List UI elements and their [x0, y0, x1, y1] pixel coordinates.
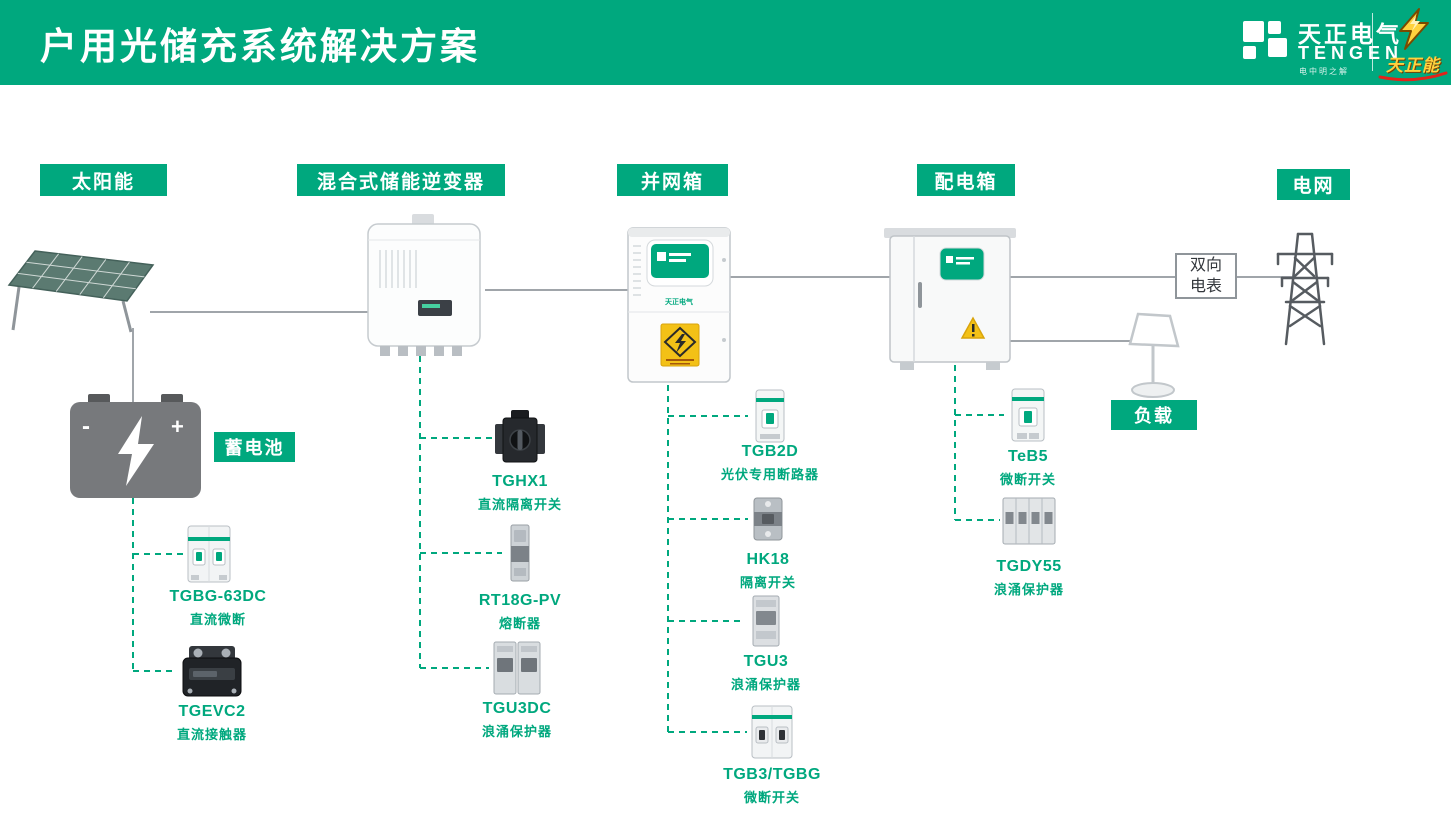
transmission-tower-illustration: [1276, 232, 1334, 346]
label-tgbg63dc: TGBG-63DC 直流微断: [143, 588, 293, 628]
label-tgdy55: TGDY55 浪涌保护器: [954, 558, 1104, 598]
product-name: TGB3/TGBG: [723, 766, 821, 783]
product-name: TGDY55: [996, 558, 1062, 575]
tghx1-product-icon: [495, 410, 545, 463]
product-desc: 光伏专用断路器: [720, 467, 819, 482]
product-desc: 直流微断: [189, 612, 246, 627]
label-rt18g-pv: RT18G-PV 熔断器: [445, 592, 595, 632]
badge-swoosh: [1378, 71, 1448, 82]
product-desc: 浪涌保护器: [730, 677, 801, 692]
label-tgb3-tgbg: TGB3/TGBG 微断开关: [697, 766, 847, 806]
product-desc: 微断开关: [743, 790, 800, 805]
tgu3dc-product-icon: [493, 641, 541, 695]
badge-text: 天正能: [1386, 56, 1440, 75]
tgdy55-product-icon: [1002, 497, 1056, 545]
label-tghx1: TGHX1 直流隔离开关: [445, 473, 595, 513]
battery-illustration: - +: [70, 394, 201, 498]
tgb3-tgbg-product-icon: [751, 705, 793, 759]
product-desc: 隔离开关: [739, 575, 796, 590]
product-name: TGU3: [743, 653, 789, 670]
brand-name: 天正电气: [1298, 21, 1402, 47]
tag-battery: 蓄电池: [214, 432, 295, 462]
product-desc: 微断开关: [999, 472, 1056, 487]
page-title: 户用光储充系统解决方案: [40, 25, 480, 67]
svg-text:天正电气: 天正电气: [665, 297, 693, 306]
solar-panel-illustration: [7, 250, 155, 333]
product-name: TGEVC2: [178, 703, 246, 720]
distribution-box-illustration: [884, 228, 1016, 370]
tag-hybrid-inverter: 混合式储能逆变器: [297, 164, 505, 196]
teb5-product-icon: [1011, 388, 1045, 442]
inverter-illustration: [367, 214, 481, 356]
product-desc: 直流接触器: [176, 727, 247, 742]
label-tgevc2: TGEVC2 直流接触器: [137, 703, 287, 743]
lightning-fist-icon: [1399, 8, 1429, 50]
product-desc: 浪涌保护器: [993, 582, 1064, 597]
product-name: RT18G-PV: [478, 592, 562, 609]
meter-line1: 双向: [1189, 257, 1222, 274]
product-desc: 直流隔离开关: [477, 497, 562, 512]
tag-power-grid: 电网: [1277, 169, 1350, 200]
grid-connection-box-illustration: 天正电气: [627, 227, 731, 383]
label-teb5: TeB5 微断开关: [953, 448, 1103, 488]
product-name: TeB5: [1008, 448, 1048, 465]
label-tgu3dc: TGU3DC 浪涌保护器: [442, 700, 592, 740]
tag-distribution-box: 配电箱: [917, 164, 1015, 196]
tag-solar: 太阳能: [40, 164, 167, 196]
product-name: TGBG-63DC: [169, 588, 267, 605]
tgbg63dc-product-icon: [187, 525, 231, 583]
product-desc: 熔断器: [498, 616, 541, 631]
tag-grid-connection-box: 并网箱: [617, 164, 728, 196]
svg-text:-: -: [82, 413, 90, 440]
hk18-product-icon: [753, 497, 783, 541]
product-name: TGU3DC: [482, 700, 552, 717]
label-tgu3: TGU3 浪涌保护器: [691, 653, 841, 693]
brand-divider: [1372, 13, 1373, 71]
tag-load: 负载: [1111, 400, 1197, 430]
svg-text:+: +: [171, 414, 184, 439]
tgevc2-product-icon: [182, 646, 242, 697]
rt18g-pv-product-icon: [510, 524, 530, 582]
bidirectional-meter: 双向 电表: [1175, 253, 1237, 299]
tgu3-product-icon: [752, 595, 780, 647]
label-tgb2d: TGB2D 光伏专用断路器: [695, 443, 845, 483]
header-bar: 户用光储充系统解决方案 天正电气 TENGEN 电中明之解 天正能: [0, 0, 1451, 85]
product-name: HK18: [746, 551, 790, 568]
tengen-logo-icon: [1243, 21, 1287, 59]
product-desc: 浪涌保护器: [481, 724, 552, 739]
brand-tagline: 电中明之解: [1299, 67, 1349, 76]
product-name: TGB2D: [741, 443, 799, 460]
meter-line2: 电表: [1189, 278, 1222, 295]
brand-latin: TENGEN: [1298, 43, 1404, 63]
lamp-illustration: [1128, 312, 1180, 398]
tgb2d-product-icon: [755, 389, 785, 443]
label-hk18: HK18 隔离开关: [693, 551, 843, 591]
product-name: TGHX1: [492, 473, 548, 490]
